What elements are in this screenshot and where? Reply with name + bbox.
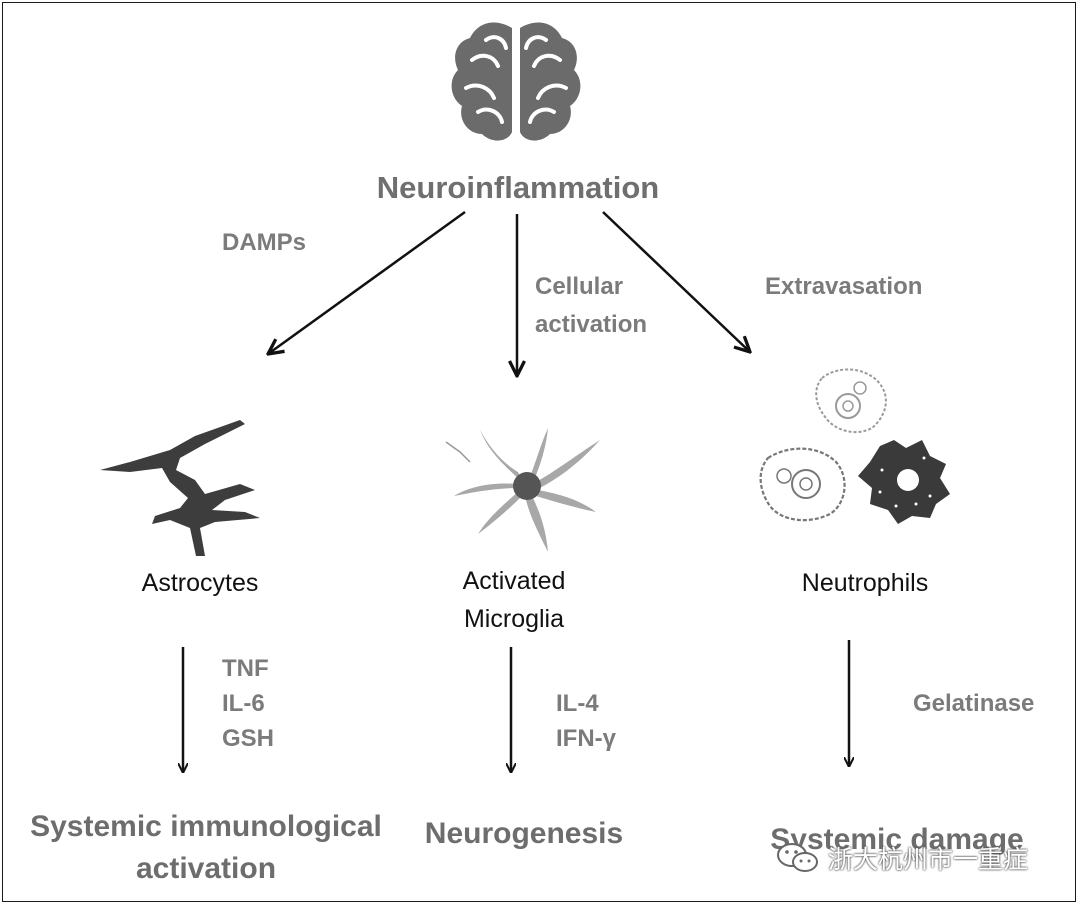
outcome-immunological-line1: Systemic immunological <box>30 810 382 843</box>
wechat-icon <box>777 843 818 872</box>
mediator-list-microglia: IL-4 IFN-γ <box>556 686 616 756</box>
outcome-immunological-line2: activation <box>135 852 277 885</box>
cell-label-activated: Activated <box>462 567 566 595</box>
pathway-label-cellular: Cellular <box>535 273 624 300</box>
mediator-ifn-gamma: IFN-γ <box>556 725 616 752</box>
cell-label-astrocytes: Astrocytes <box>141 569 259 597</box>
pathway-label-activation: activation <box>535 311 648 338</box>
brain-icon <box>451 22 581 141</box>
mediator-il6: IL-6 <box>222 690 265 717</box>
mediator-tnf: TNF <box>222 655 269 682</box>
mediator-list-astrocytes: TNF IL-6 GSH <box>222 651 274 756</box>
outcome-neurogenesis: Neurogenesis <box>424 817 624 850</box>
cell-label-neutrophils: Neutrophils <box>801 569 929 597</box>
astrocyte-icon <box>100 420 260 556</box>
watermark: 浙大杭州市一重症 <box>776 836 1028 880</box>
arrow-to-neutrophils <box>602 211 750 352</box>
pathway-label-extravasation: Extravasation <box>765 273 923 300</box>
microglia-icon <box>445 428 600 552</box>
pathway-label-damps: DAMPs <box>222 229 307 256</box>
arrow-to-astrocytes <box>268 210 466 354</box>
neutrophils-icon <box>759 368 950 524</box>
mediator-gelatinase: Gelatinase <box>913 690 1035 717</box>
mediator-gsh: GSH <box>222 725 275 752</box>
outcome-systemic-damage: Systemic damage <box>770 823 1024 856</box>
cell-label-microglia: Microglia <box>463 605 565 633</box>
mediator-il4: IL-4 <box>556 690 599 717</box>
watermark-text: 浙大杭州市一重症 <box>828 845 1029 874</box>
title: Neuroinflammation <box>376 170 660 205</box>
